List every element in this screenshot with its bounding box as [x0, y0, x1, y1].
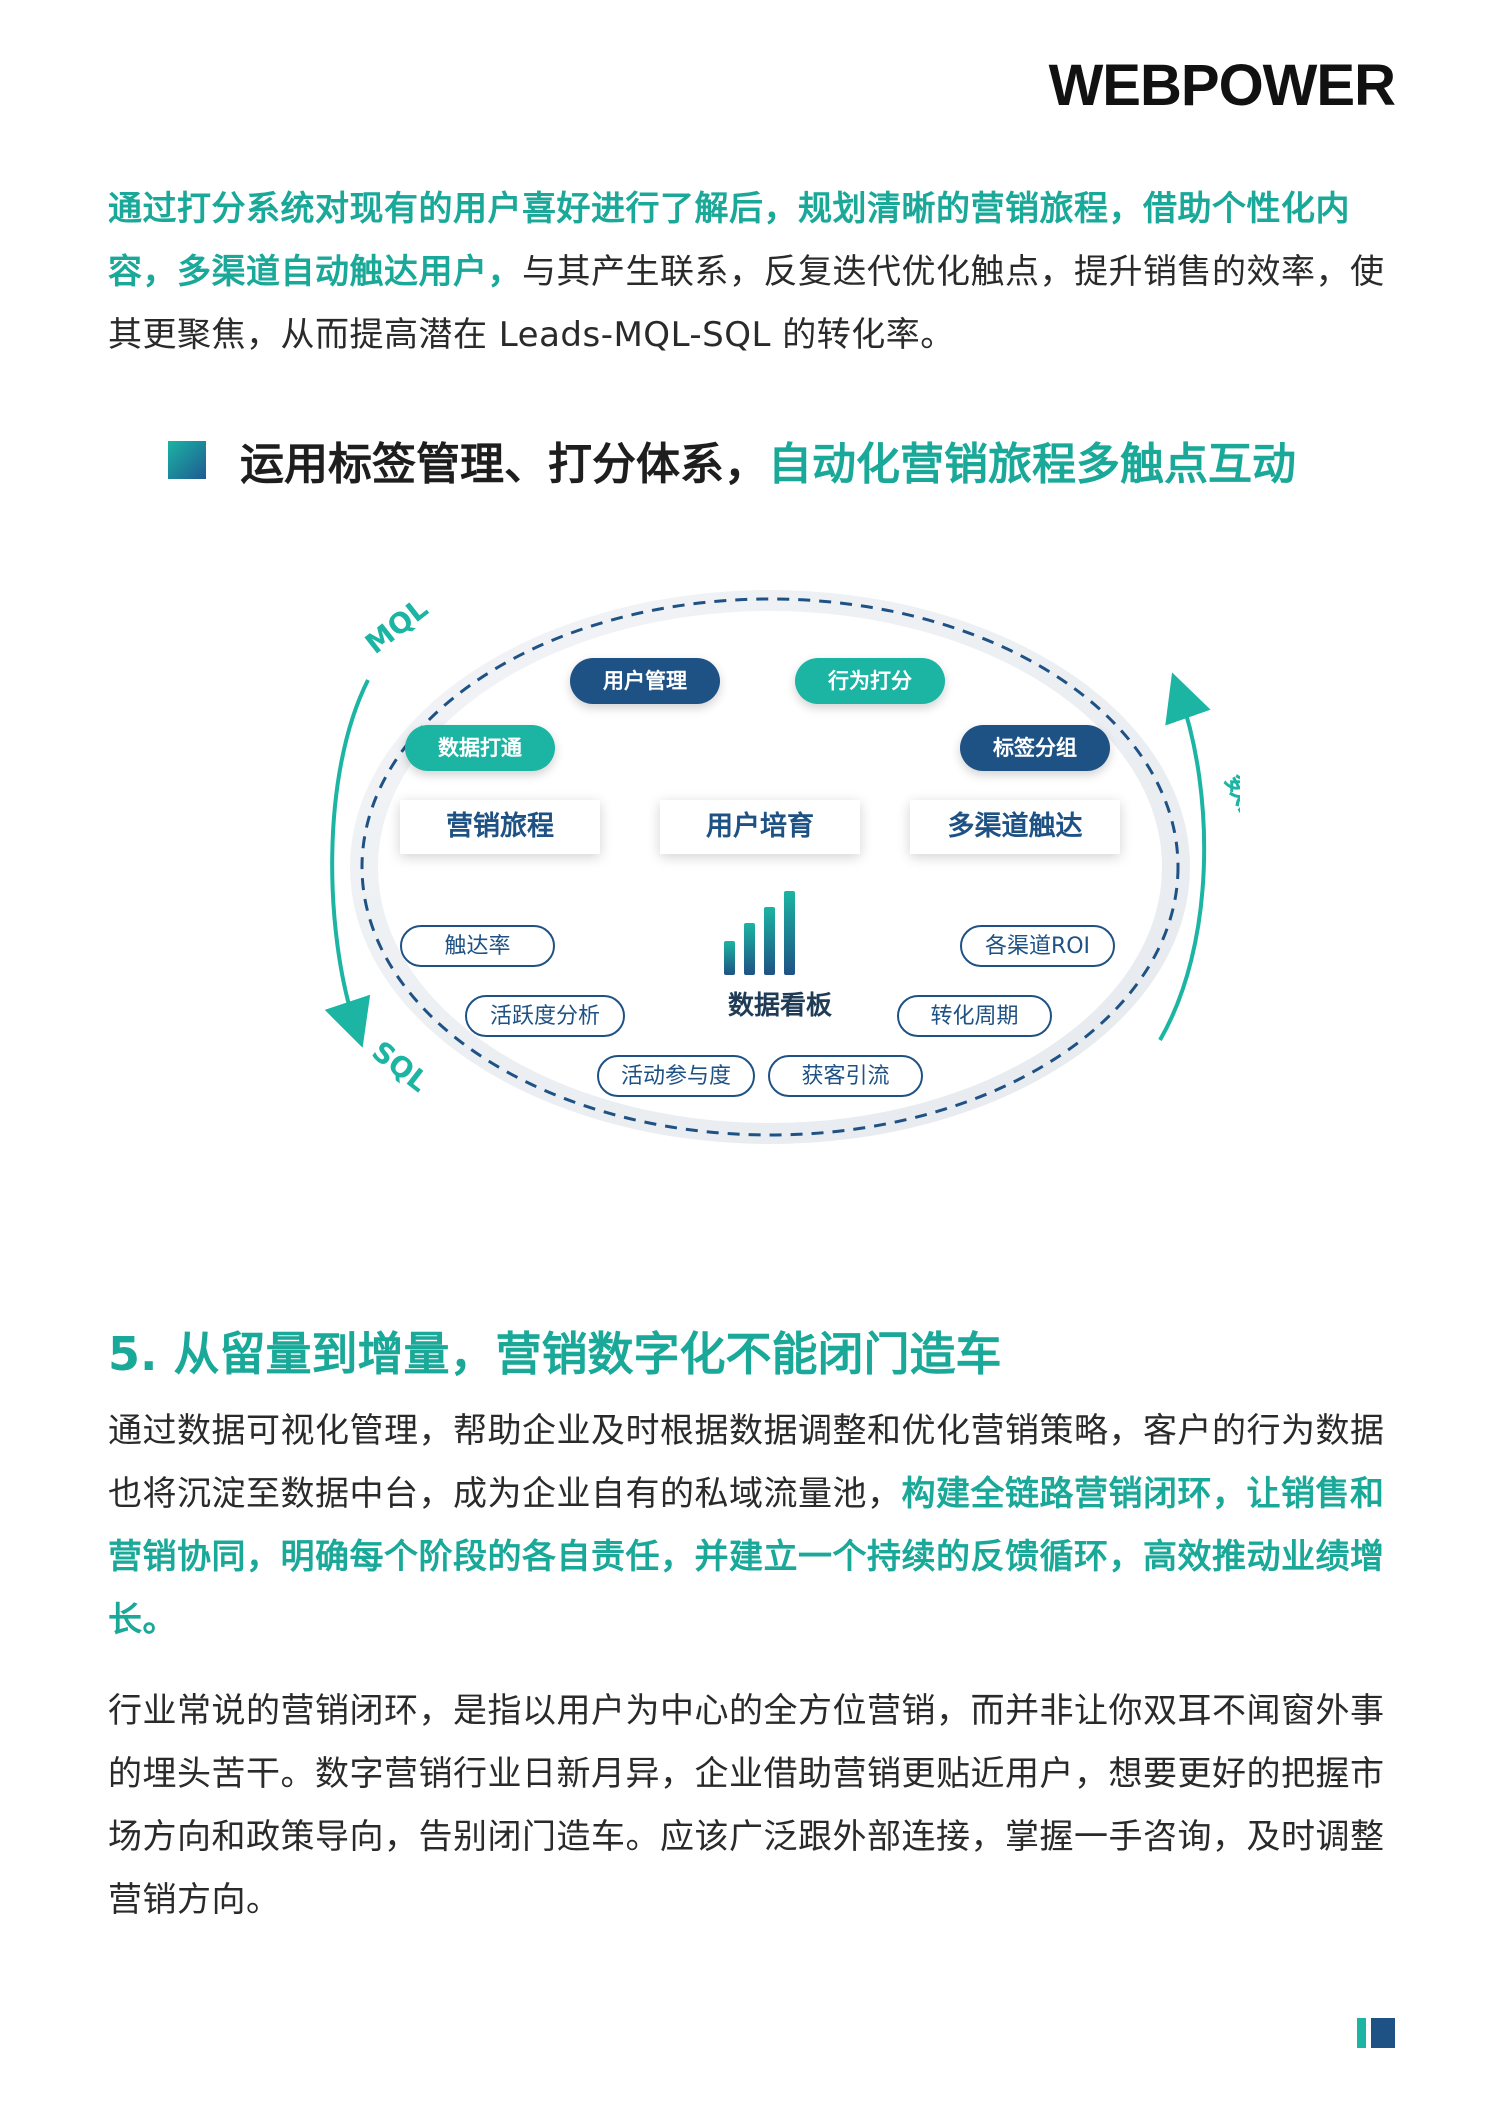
dashboard-bar: [764, 907, 775, 975]
right-arrow: [1158, 672, 1211, 1042]
metric-reach-rate: 触达率: [400, 925, 555, 967]
section5-p1-plain: 通过数据可视化管理，帮助企业及时根据数据调整和优化营销策略，客户的行为数据也将沉…: [108, 1411, 1385, 1514]
section5-title: 5. 从留量到增量，营销数字化不能闭门造车: [108, 1327, 1002, 1381]
page-marker-icon: [1357, 2018, 1395, 2048]
feedback-label: 数据反馈: [1218, 767, 1240, 889]
subheading: 运用标签管理、打分体系，自动化营销旅程多触点互动: [168, 428, 1296, 492]
page-marker-bar: [1357, 2018, 1366, 2048]
subheading-teal: 自动化营销旅程多触点互动: [768, 439, 1296, 490]
intro-highlight: 通过打分系统对现有的用户喜好进行了解后，规划清晰的营销旅程，借助个性化内容，多渠…: [108, 189, 1350, 292]
dashboard-bars-icon: [720, 885, 820, 975]
sql-label: SQL: [366, 1035, 435, 1099]
box-user-nurturing: 用户培育: [660, 800, 860, 854]
dashed-orbit: [360, 597, 1180, 1137]
left-arrow: [324, 679, 371, 1048]
dashboard-label: 数据看板: [727, 991, 832, 1021]
section5-paragraph-2: 行业常说的营销闭环，是指以用户为中心的全方位营销，而并非让你双耳不闻窗外事的埋头…: [108, 1691, 1385, 1920]
pill-data-connection: 数据打通: [405, 725, 555, 771]
metric-channel-roi: 各渠道ROI: [960, 925, 1115, 967]
box-multichannel-reach: 多渠道触达: [910, 800, 1120, 854]
metric-activity-analysis: 活跃度分析: [465, 995, 625, 1037]
section5-p1-highlight: 构建全链路营销闭环，让销售和营销协同，明确每个阶段的各自责任，并建立一个持续的反…: [108, 1474, 1385, 1640]
dashboard-bar: [784, 891, 795, 975]
metric-event-participation: 活动参与度: [597, 1055, 755, 1097]
dashboard-bar: [724, 941, 735, 975]
webpower-logo: WEBPOWER: [1048, 53, 1396, 118]
inner-field: [378, 611, 1162, 1123]
marketing-loop-diagram: MQL SQL 数据反馈 用户管理 行为打分 数据打通 标签分组 营销旅程 用户…: [300, 555, 1240, 1185]
metric-customer-acquisition: 获客引流: [768, 1055, 923, 1097]
subheading-dark: 运用标签管理、打分体系，: [240, 439, 768, 490]
diagram-graphics: MQL SQL 数据反馈: [324, 590, 1240, 1144]
box-marketing-journey: 营销旅程: [400, 800, 600, 854]
dashboard-bar: [744, 923, 755, 975]
pill-tag-grouping: 标签分组: [960, 725, 1110, 771]
metric-conversion-cycle: 转化周期: [897, 995, 1052, 1037]
subheading-square-icon: [168, 441, 206, 479]
section5-paragraph-1: 通过数据可视化管理，帮助企业及时根据数据调整和优化营销策略，客户的行为数据也将沉…: [108, 1400, 1393, 1652]
mql-label: MQL: [359, 592, 434, 661]
pill-behavior-scoring: 行为打分: [795, 658, 945, 704]
intro-paragraph: 通过打分系统对现有的用户喜好进行了解后，规划清晰的营销旅程，借助个性化内容，多渠…: [108, 178, 1393, 367]
intro-rest: 与其产生联系，反复迭代优化触点，提升销售的效率，使其更聚焦，从而提高潜在 Lea…: [108, 252, 1385, 355]
page-marker-bar: [1371, 2018, 1395, 2048]
pill-user-management: 用户管理: [570, 658, 720, 704]
